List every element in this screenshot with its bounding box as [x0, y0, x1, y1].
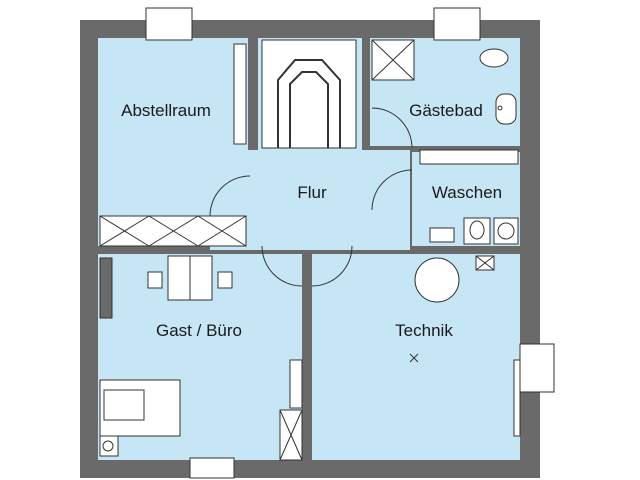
technik-fixtures: [409, 255, 521, 437]
guest-office-furniture: [99, 255, 303, 461]
stair: [261, 39, 357, 149]
windows: [145, 7, 555, 479]
bathroom-fixtures: [371, 39, 517, 125]
room-label-gast-buero: Gast / Büro: [156, 321, 242, 340]
laundry-fixtures: [419, 149, 519, 245]
floor-technik: [312, 254, 520, 460]
built-in-closet: [99, 43, 247, 247]
room-label-abstellraum: Abstellraum: [121, 101, 211, 120]
room-label-gaestebad: Gästebad: [409, 101, 483, 120]
room-label-flur: Flur: [297, 183, 327, 202]
door-swings: [209, 107, 413, 287]
room-label-waschen: Waschen: [432, 183, 502, 202]
room-floors: [98, 38, 520, 460]
room-label-technik: Technik: [395, 321, 453, 340]
